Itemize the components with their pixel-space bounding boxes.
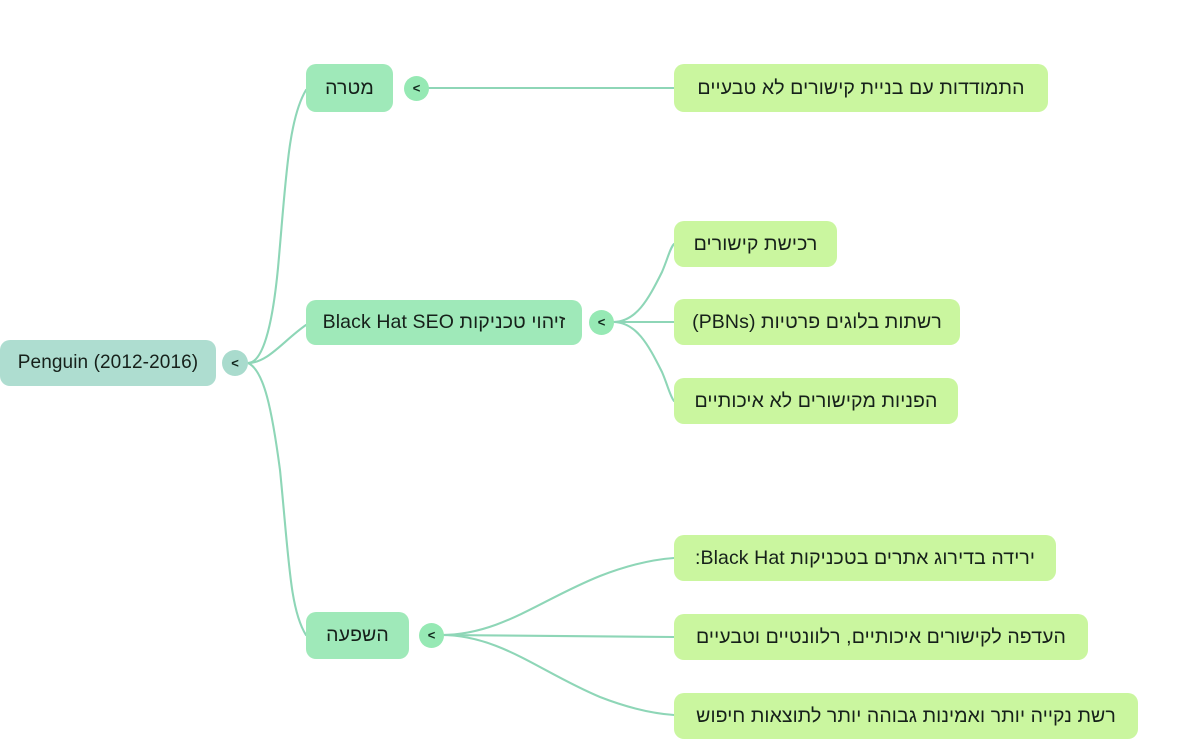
edge-zihuy-to-leaf-3 [611,320,676,403]
leaf-node[interactable]: התמודדות עם בניית קישורים לא טבעיים [674,64,1048,112]
leaf-node[interactable]: ירידה בדירוג אתרים בטכניקות Black Hat: [674,535,1056,581]
root-node[interactable]: Penguin (2012-2016) [0,340,216,386]
branch-collapse-toggle-matara[interactable]: < [404,76,429,101]
edge-root-to-matara [246,88,308,365]
leaf-node-label: רכישת קישורים [693,232,818,255]
branch-node-label: השפעה [326,624,389,647]
branch-node-label: זיהוי טכניקות Black Hat SEO [322,311,566,334]
leaf-node-label: התמודדות עם בניית קישורים לא טבעיים [697,76,1025,99]
branch-collapse-toggle-zihuy[interactable]: < [589,310,614,335]
chevron-left-icon: < [412,80,421,96]
chevron-left-icon: < [597,314,606,330]
edge-root-to-hashpaa [246,361,308,637]
leaf-node-label: הפניות מקישורים לא איכותיים [694,389,938,412]
leaf-node-label: העדפה לקישורים איכותיים, רלוונטיים וטבעי… [696,625,1067,648]
leaf-node[interactable]: רכישת קישורים [674,221,837,267]
leaf-node[interactable]: הפניות מקישורים לא איכותיים [674,378,958,424]
leaf-node[interactable]: רשתות בלוגים פרטיות (PBNs) [674,299,960,345]
chevron-left-icon: < [231,355,239,370]
leaf-node-label: ירידה בדירוג אתרים בטכניקות Black Hat: [694,546,1036,569]
root-node-label: Penguin (2012-2016) [17,352,199,374]
leaf-node[interactable]: רשת נקייה יותר ואמינות גבוהה יותר לתוצאו… [674,693,1138,739]
branch-node-hashpaa[interactable]: השפעה [306,612,409,659]
branch-node-label: מטרה [325,76,374,99]
edge-hashpaa-to-leaf-2 [439,633,676,639]
root-collapse-toggle[interactable]: < [222,350,248,376]
leaf-node-label: רשתות בלוגים פרטיות (PBNs) [692,310,942,333]
branch-node-zihuy[interactable]: זיהוי טכניקות Black Hat SEO [306,300,582,345]
edge-hashpaa-to-leaf-3 [439,633,676,717]
chevron-left-icon: < [427,627,436,643]
edge-zihuy-to-leaf-1 [611,242,676,324]
edge-hashpaa-to-leaf-1 [439,556,676,637]
branch-node-matara[interactable]: מטרה [306,64,393,112]
branch-collapse-toggle-hashpaa[interactable]: < [419,623,444,648]
leaf-node-label: רשת נקייה יותר ואמינות גבוהה יותר לתוצאו… [696,704,1116,727]
leaf-node[interactable]: העדפה לקישורים איכותיים, רלוונטיים וטבעי… [674,614,1088,660]
edge-root-to-zihuy [246,323,308,365]
